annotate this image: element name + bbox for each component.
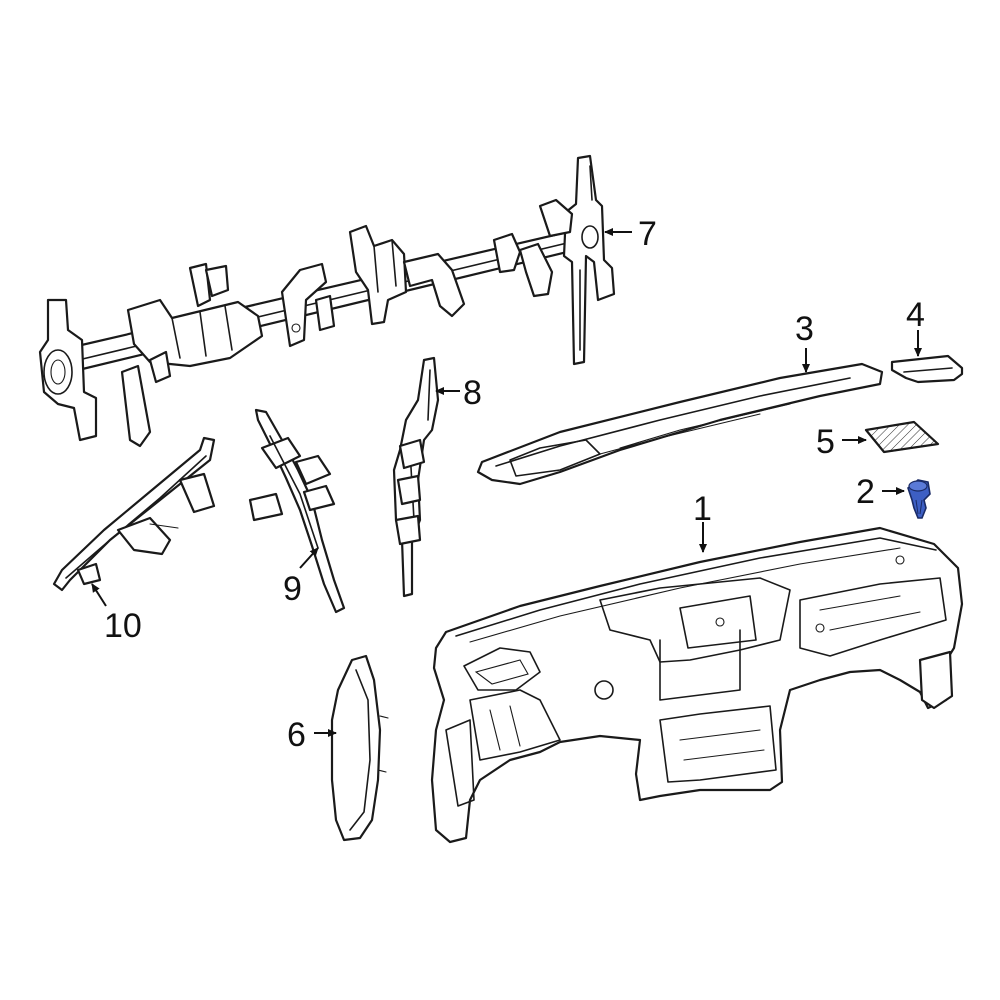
instrument-panel-part bbox=[430, 526, 964, 844]
upper-dash-panel-part bbox=[476, 362, 884, 486]
callout-number-6: 6 bbox=[287, 716, 306, 754]
callout-leader-9 bbox=[299, 547, 319, 569]
cross-car-beam-part bbox=[38, 154, 616, 448]
callout-number-4: 4 bbox=[906, 296, 925, 334]
end-cap-part bbox=[890, 354, 964, 384]
lower-left-brace-part bbox=[52, 436, 216, 592]
callout-leaders bbox=[91, 228, 922, 737]
callout-leader-10 bbox=[91, 583, 107, 607]
callout-number-9: 9 bbox=[283, 570, 302, 608]
callout-number-5: 5 bbox=[816, 423, 835, 461]
callout-number-1: 1 bbox=[693, 490, 712, 528]
callout-number-3: 3 bbox=[795, 310, 814, 348]
callout-number-7: 7 bbox=[638, 215, 657, 253]
callout-number-8: 8 bbox=[463, 374, 482, 412]
callout-number-2: 2 bbox=[856, 473, 875, 511]
push-pin-clip-part bbox=[907, 479, 931, 519]
diagonal-brace-part bbox=[248, 408, 346, 614]
vent-grille-part bbox=[864, 420, 940, 454]
center-brace-part bbox=[392, 356, 440, 598]
side-trim-panel-part bbox=[330, 654, 389, 842]
callout-number-10: 10 bbox=[104, 607, 142, 645]
callout-numbers: 1 2 3 4 5 6 7 8 9 10 bbox=[104, 215, 925, 754]
